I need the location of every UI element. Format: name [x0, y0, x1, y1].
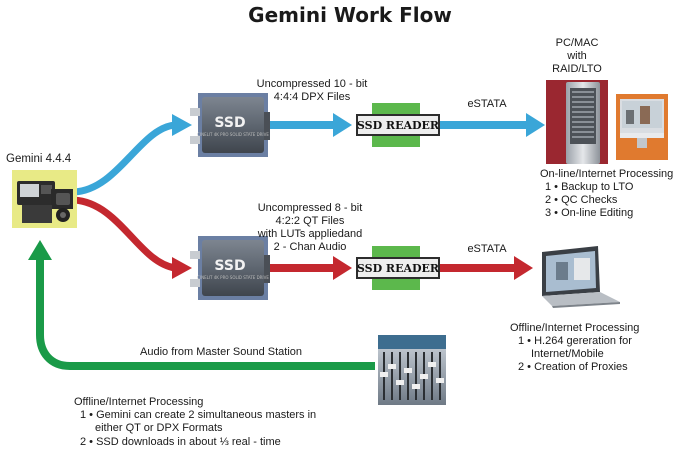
red-curve-to-ssd [73, 196, 176, 272]
red-line-reader-laptop [440, 264, 516, 272]
bottom-format-line-2: 4:2:2 QT Files [276, 215, 345, 227]
ssd-bottom-icon: SSD CINELIT 4K PRO SOLID STATE DRIVE [190, 236, 270, 300]
notes-item-3: 2 • SSD downloads in about ⅓ real - time [80, 436, 281, 448]
top-link-label: eSTATA [467, 98, 507, 110]
ssd-bottom-sublabel: CINELIT 4K PRO SOLID STATE DRIVE [197, 275, 269, 280]
blue-line-reader-pc [440, 121, 528, 129]
notes-item-2: either QT or DPX Formats [95, 422, 223, 434]
top-format-line-2: 4:4:4 DPX Files [274, 91, 351, 103]
notes-item-1: 1 • Gemini can create 2 simultaneous mas… [80, 409, 316, 421]
notes-title: Offline/Internet Processing [74, 396, 203, 408]
bottom-link-label: eSTATA [467, 243, 507, 255]
ssd-bottom-label: SSD [214, 258, 245, 274]
laptop-icon [542, 246, 620, 308]
online-processing-title: On-line/Internet Processing [540, 168, 673, 180]
ssd-top-icon: SSD CINELIT 4K PRO SOLID STATE DRIVE [190, 93, 270, 157]
online-processing-item-2: 2 • QC Checks [545, 194, 618, 206]
blue-arrowhead-reader [333, 113, 352, 137]
destination-line-3: RAID/LTO [552, 63, 602, 75]
green-arrowhead-camera [28, 240, 52, 260]
audio-label: Audio from Master Sound Station [140, 346, 302, 358]
blue-curve-to-ssd [73, 121, 176, 196]
page-title: Gemini Work Flow [248, 3, 452, 27]
red-arrowhead-reader [333, 256, 352, 280]
red-line-ssd-reader [267, 264, 335, 272]
camera-icon [12, 170, 77, 228]
bottom-format-line-1: Uncompressed 8 - bit [258, 202, 363, 214]
destination-line-1: PC/MAC [556, 37, 599, 49]
destination-line-2: with [566, 50, 587, 62]
blue-arrowhead-pc [526, 113, 545, 137]
camera-label: Gemini 4.4.4 [6, 153, 72, 165]
mac-pro-icon [546, 80, 608, 164]
ssd-reader-top-label: SSD READER [357, 119, 440, 132]
online-processing-item-3: 3 • On-line Editing [545, 207, 633, 219]
bottom-format-line-3: with LUTs appliedand [257, 228, 363, 240]
mixer-icon [378, 335, 446, 405]
offline-processing-item-1: 1 • H.264 gereration for [518, 335, 632, 347]
green-return-line [36, 258, 375, 370]
offline-processing-item-2: Internet/Mobile [531, 348, 604, 360]
red-arrowhead-ssd [172, 257, 192, 279]
ssd-reader-top-icon: SSD READER [356, 103, 440, 147]
blue-line-ssd-reader [267, 121, 335, 129]
ssd-top-label: SSD [214, 115, 245, 131]
online-processing-item-1: 1 • Backup to LTO [545, 181, 634, 193]
red-arrowhead-laptop [514, 256, 533, 280]
ssd-reader-bottom-label: SSD READER [357, 262, 440, 275]
offline-processing-item-3: 2 • Creation of Proxies [518, 361, 628, 373]
blue-arrowhead-ssd [172, 114, 192, 136]
bottom-format-line-4: 2 - Chan Audio [274, 241, 347, 253]
ssd-top-sublabel: CINELIT 4K PRO SOLID STATE DRIVE [197, 132, 269, 137]
monitor-icon [616, 94, 668, 160]
top-format-line-1: Uncompressed 10 - bit [257, 78, 368, 90]
offline-processing-title: Offline/Internet Processing [510, 322, 639, 334]
ssd-reader-bottom-icon: SSD READER [356, 246, 440, 290]
